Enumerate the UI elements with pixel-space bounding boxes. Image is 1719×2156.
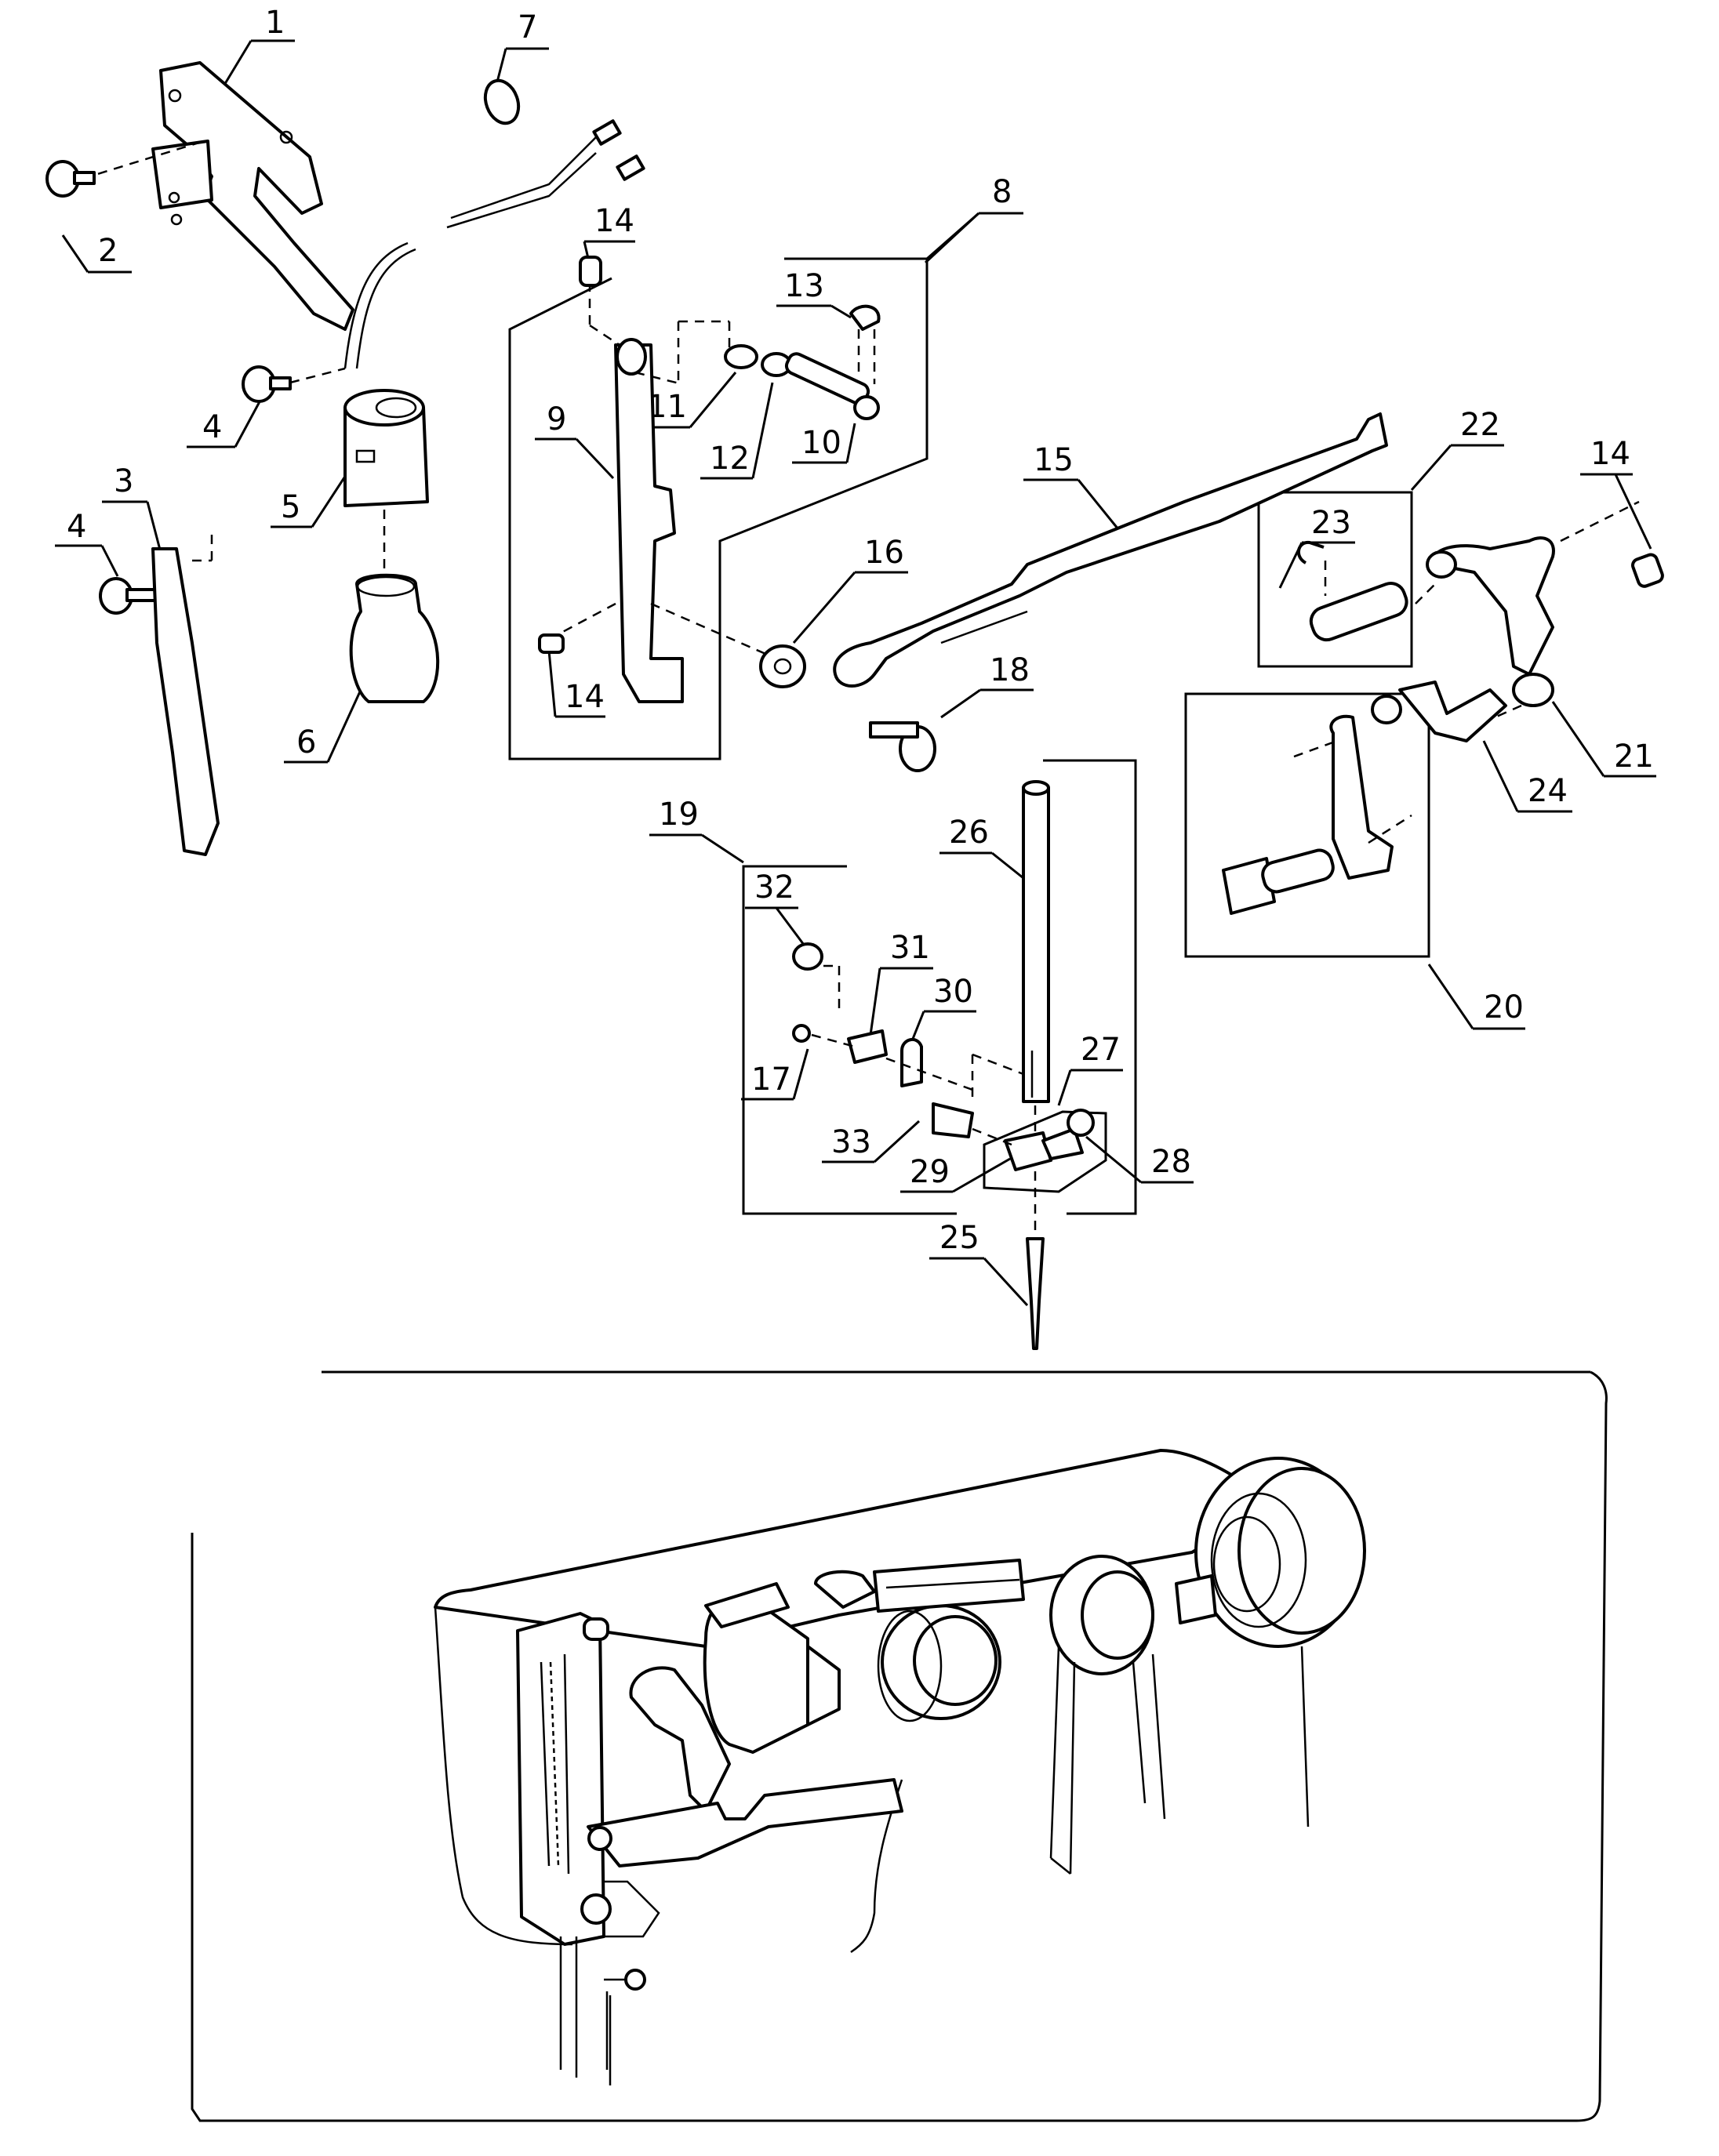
label-6: 6	[296, 724, 316, 760]
label-9: 9	[547, 401, 566, 437]
label-24: 24	[1528, 773, 1568, 809]
label-14b: 14	[565, 679, 605, 715]
exploded-parts	[45, 61, 1664, 1350]
label-31: 31	[890, 930, 930, 966]
label-14c: 14	[1590, 436, 1630, 472]
label-20: 20	[1484, 989, 1524, 1025]
label-32: 32	[754, 869, 794, 906]
label-33: 33	[831, 1124, 871, 1160]
label-30: 30	[933, 974, 973, 1010]
label-18: 18	[990, 652, 1030, 688]
label-14a: 14	[594, 203, 634, 239]
label-28: 28	[1151, 1144, 1191, 1180]
label-12: 12	[710, 441, 750, 477]
label-19: 19	[659, 797, 699, 833]
label-27: 27	[1081, 1032, 1121, 1068]
label-4b: 4	[67, 509, 86, 545]
label-7: 7	[518, 9, 537, 45]
label-21: 21	[1614, 739, 1654, 775]
label-29: 29	[910, 1154, 950, 1190]
label-3: 3	[114, 463, 133, 499]
label-22: 22	[1460, 407, 1500, 443]
label-15: 15	[1034, 442, 1074, 478]
label-10: 10	[801, 425, 841, 461]
label-16: 16	[864, 535, 904, 571]
label-4a: 4	[202, 409, 222, 445]
label-25: 25	[939, 1220, 979, 1256]
label-17: 17	[751, 1062, 791, 1098]
label-26: 26	[949, 815, 989, 851]
label-13: 13	[784, 268, 824, 304]
machine-overview	[191, 1370, 1608, 2122]
label-8: 8	[992, 174, 1012, 210]
label-2: 2	[98, 233, 118, 269]
label-23: 23	[1311, 505, 1351, 541]
label-1: 1	[265, 5, 285, 41]
label-5: 5	[281, 489, 300, 525]
part-labels: 1 2 3 4 4 5 6 7 8 9 10 11 12 13 14 14 14	[55, 5, 1656, 1307]
group-boxes	[508, 212, 1430, 1215]
